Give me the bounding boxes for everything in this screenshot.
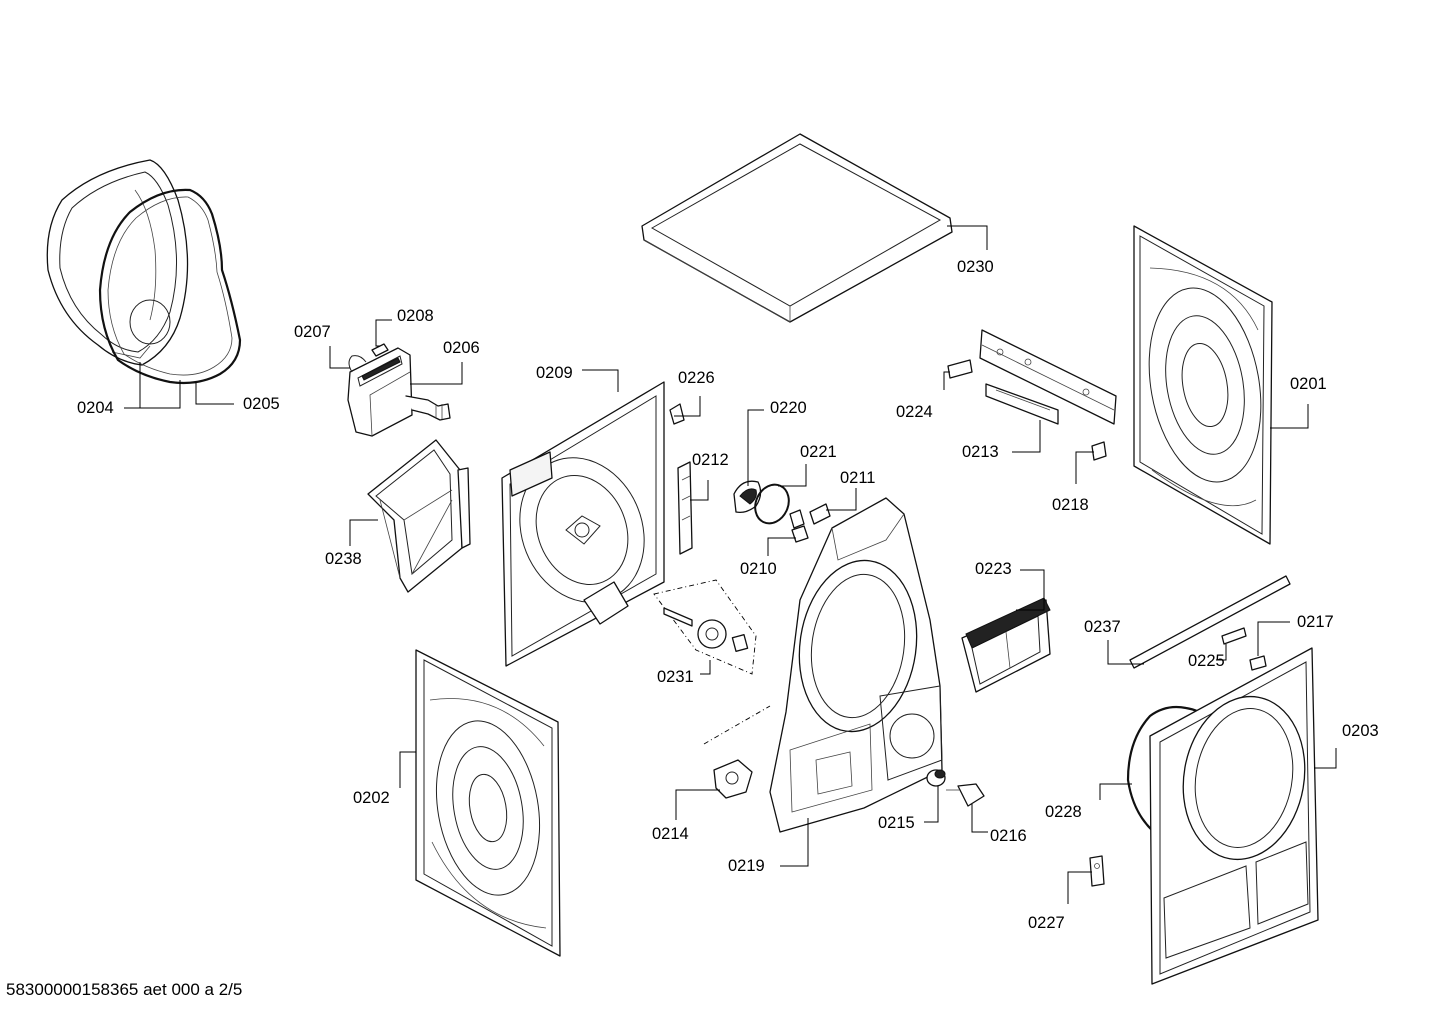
part-label-0228: 0228 [1045,803,1082,821]
part-label-0217: 0217 [1297,613,1334,631]
leader-0217 [1257,621,1290,656]
part-label-0231: 0231 [657,668,694,686]
sensor-plug [789,503,831,529]
part-label-0230: 0230 [957,258,994,276]
leader-0202 [399,751,416,788]
leader-0210 [767,537,796,556]
control-module-housing [347,347,451,437]
part-label-0208: 0208 [397,307,434,325]
pulley-kit [653,579,757,675]
leader-0237 [1107,640,1144,665]
leader-0218 [1075,451,1094,484]
nozzle-housing [733,480,762,514]
leader-0207 [329,346,350,369]
cap-0215 [926,769,946,787]
side-panel-right [1133,225,1273,545]
holder-clip-0226 [669,403,685,425]
part-label-0202: 0202 [353,789,390,807]
part-label-0227: 0227 [1028,914,1065,932]
part-label-0221: 0221 [800,443,837,461]
leader-0212 [690,480,709,501]
front-panel [1149,647,1319,985]
part-label-0205: 0205 [243,395,280,413]
part-label-0215: 0215 [878,814,915,832]
leader-0213 [1012,420,1041,453]
part-labels: 0230 0201 0224 0213 0218 0209 0226 0212 … [77,258,1379,932]
part-label-0201: 0201 [1290,375,1327,393]
leader-0209 [582,369,619,392]
leader-lines [124,225,1337,904]
leader-0231 [700,660,711,675]
door-seal-gasket [98,188,242,385]
part-label-0225: 0225 [1188,652,1225,670]
leader-0225 [1216,644,1227,661]
front-rail [1129,575,1291,669]
part-label-0223: 0223 [975,560,1012,578]
part-label-0218: 0218 [1052,496,1089,514]
leader-0221 [778,464,807,487]
knob-0216 [946,783,985,807]
leader-0214 [675,789,720,820]
part-label-0213: 0213 [962,443,999,461]
top-cover-panel [641,133,953,323]
leader-0220 [747,409,764,486]
part-label-0219: 0219 [728,857,765,875]
leader-0226 [674,396,701,417]
leader-0238 [349,519,378,546]
holder-clip-0224 [947,359,973,379]
leader-0227 [1067,871,1092,904]
leader-0203 [1314,748,1337,769]
leader-0208 [375,319,392,347]
rear-panel [501,381,665,667]
leader-0224 [943,371,950,390]
leader-0228 [1099,783,1132,800]
clip-0225 [1221,627,1247,645]
leader-0216 [971,804,988,833]
leader-0223 [1016,569,1045,611]
drawing-reference-code: 58300000158365 aet 000 a 2/5 [6,980,243,999]
part-label-0237: 0237 [1084,618,1121,636]
door-frame-ring [46,159,189,366]
axis-line [703,705,771,745]
leader-0230 [947,225,988,250]
control-bracket [979,329,1117,425]
part-label-0226: 0226 [678,369,715,387]
part-label-0220: 0220 [770,399,807,417]
fluff-filter [961,597,1051,693]
part-label-0216: 0216 [990,827,1027,845]
clip-0217 [1249,655,1267,671]
door-latch [1089,855,1105,887]
leader-0211 [826,488,857,511]
leader-0204b [140,380,181,409]
leader-0219 [780,818,809,867]
part-label-0210: 0210 [740,560,777,578]
leader-0206 [410,362,463,385]
part-label-0207: 0207 [294,323,331,341]
part-label-0224: 0224 [896,403,933,421]
part-label-0209: 0209 [536,364,573,382]
leader-0215 [924,786,939,823]
part-label-0206: 0206 [443,339,480,357]
leader-0201 [1270,404,1309,429]
hinge-bracket [677,461,693,555]
motor-bracket [713,759,753,799]
part-label-0238: 0238 [325,550,362,568]
part-label-0214: 0214 [652,825,689,843]
part-label-0204: 0204 [77,399,114,417]
part-label-0212: 0212 [692,451,729,469]
air-duct-frame [367,439,471,593]
front-bearing-shield [769,497,943,833]
holder-clip-0218 [1091,441,1107,461]
part-label-0203: 0203 [1342,722,1379,740]
side-panel-left [415,649,561,957]
part-label-0211: 0211 [840,469,875,487]
leader-0205 [195,382,234,405]
bracket-strip [985,383,1059,425]
